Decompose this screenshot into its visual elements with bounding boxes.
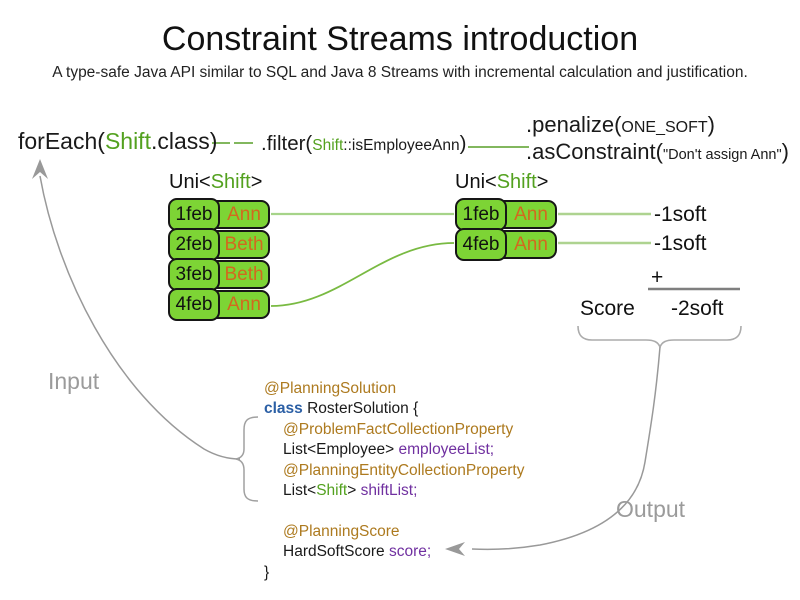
penalize-suffix: )	[707, 112, 715, 137]
code-blank-line	[264, 501, 524, 521]
shift-table-right: 1feb Ann 4feb Ann	[455, 198, 557, 261]
name-cell: Ann	[227, 293, 261, 315]
code-line: @ProblemFactCollectionProperty	[264, 420, 524, 440]
code-line: List<Employee> employeeList;	[264, 440, 524, 460]
page-subtitle: A type-safe Java API similar to SQL and …	[52, 64, 748, 81]
type-name: Shift	[316, 482, 348, 500]
plus-sign: +	[651, 266, 664, 289]
input-label: Input	[48, 368, 100, 394]
foreach-suffix: .class)	[150, 128, 218, 154]
date-cell: 4feb	[168, 288, 220, 321]
name-cell: Ann	[514, 233, 548, 255]
field-name: employeeList;	[398, 441, 495, 459]
name-cell: Ann	[227, 203, 261, 225]
date-cell: 2feb	[168, 228, 220, 261]
link-4feb	[270, 242, 455, 307]
output-arrowhead-icon	[445, 542, 465, 556]
stream-type-label-right: Uni<Shift>	[455, 171, 548, 194]
output-label: Output	[616, 496, 686, 522]
filter-arg-method: ::isEmployeeAnn	[343, 137, 460, 154]
code-line: @PlanningSolution	[264, 379, 524, 399]
code-line: class RosterSolution {	[264, 399, 524, 419]
score-value: -2soft	[671, 297, 724, 320]
filter-prefix: .filter(	[261, 132, 313, 155]
code-text: >	[347, 482, 361, 500]
table-row: 4feb Ann	[455, 228, 557, 261]
table-row: 3feb Beth	[168, 258, 270, 291]
penalize-prefix: .penalize(	[526, 112, 622, 137]
name-cell: Ann	[514, 203, 548, 225]
uni-type-param: Shift	[496, 171, 537, 193]
code-line: HardSoftScore score;	[264, 542, 524, 562]
keyword: class	[264, 400, 303, 418]
field-name: shiftList;	[360, 482, 418, 500]
stream-type-label-left: Uni<Shift>	[169, 171, 262, 194]
code-line: @PlanningScore	[264, 522, 524, 542]
filter-suffix: )	[459, 132, 467, 155]
field-name: score;	[388, 543, 432, 561]
penalize-expression: .penalize(ONE_SOFT)	[526, 112, 715, 138]
uni-suffix: >	[250, 171, 263, 193]
code-text: List<Employee>	[283, 441, 399, 459]
foreach-class-name: Shift	[104, 128, 151, 154]
penalty-label: -1soft	[654, 232, 707, 255]
date-cell: 3feb	[168, 258, 220, 291]
asconstraint-suffix: )	[781, 139, 789, 164]
date-cell: 1feb	[168, 198, 220, 231]
penalty-label: -1soft	[654, 203, 707, 226]
input-arrow	[39, 175, 241, 460]
code-line: List<Shift> shiftList;	[264, 481, 524, 501]
score-brace	[577, 325, 742, 350]
code-block: @PlanningSolution class RosterSolution {…	[264, 379, 524, 583]
uni-prefix: Uni<	[169, 171, 211, 193]
table-row: 1feb Ann	[455, 198, 557, 231]
asconstraint-arg: "Don't assign Ann"	[662, 147, 782, 163]
code-line: }	[264, 563, 524, 583]
page-title: Constraint Streams introduction	[161, 20, 639, 58]
annotation: @PlanningScore	[283, 522, 400, 540]
table-row: 1feb Ann	[168, 198, 270, 231]
date-cell: 4feb	[455, 228, 507, 261]
uni-suffix: >	[536, 171, 549, 193]
table-row: 2feb Beth	[168, 228, 270, 261]
foreach-expression: forEach(Shift.class)	[18, 128, 217, 155]
date-cell: 1feb	[455, 198, 507, 231]
code-text: RosterSolution {	[302, 400, 419, 418]
shift-table-left: 1feb Ann 2feb Beth 3feb Beth 4feb Ann	[168, 198, 270, 321]
name-cell: Beth	[224, 263, 264, 285]
uni-type-param: Shift	[210, 171, 251, 193]
asconstraint-expression: .asConstraint("Don't assign Ann")	[526, 139, 789, 165]
uni-prefix: Uni<	[455, 171, 497, 193]
output-arrow	[471, 346, 661, 551]
code-text: }	[264, 563, 270, 581]
code-fields-brace	[235, 416, 259, 502]
asconstraint-prefix: .asConstraint(	[526, 139, 663, 164]
input-arrowhead-icon	[32, 159, 48, 179]
filter-arg-class: Shift	[312, 137, 344, 154]
filter-expression: .filter(Shift::isEmployeeAnn)	[261, 132, 466, 156]
code-line: @PlanningEntityCollectionProperty	[264, 461, 524, 481]
code-text: HardSoftScore	[283, 543, 389, 561]
annotation: @PlanningEntityCollectionProperty	[283, 461, 525, 479]
code-text: List<	[283, 482, 317, 500]
penalize-arg: ONE_SOFT	[621, 119, 708, 136]
score-label: Score	[580, 297, 635, 320]
foreach-prefix: forEach(	[18, 128, 105, 154]
table-row: 4feb Ann	[168, 288, 270, 321]
annotation: @PlanningSolution	[264, 380, 397, 397]
annotation: @ProblemFactCollectionProperty	[283, 420, 514, 438]
name-cell: Beth	[224, 233, 264, 255]
